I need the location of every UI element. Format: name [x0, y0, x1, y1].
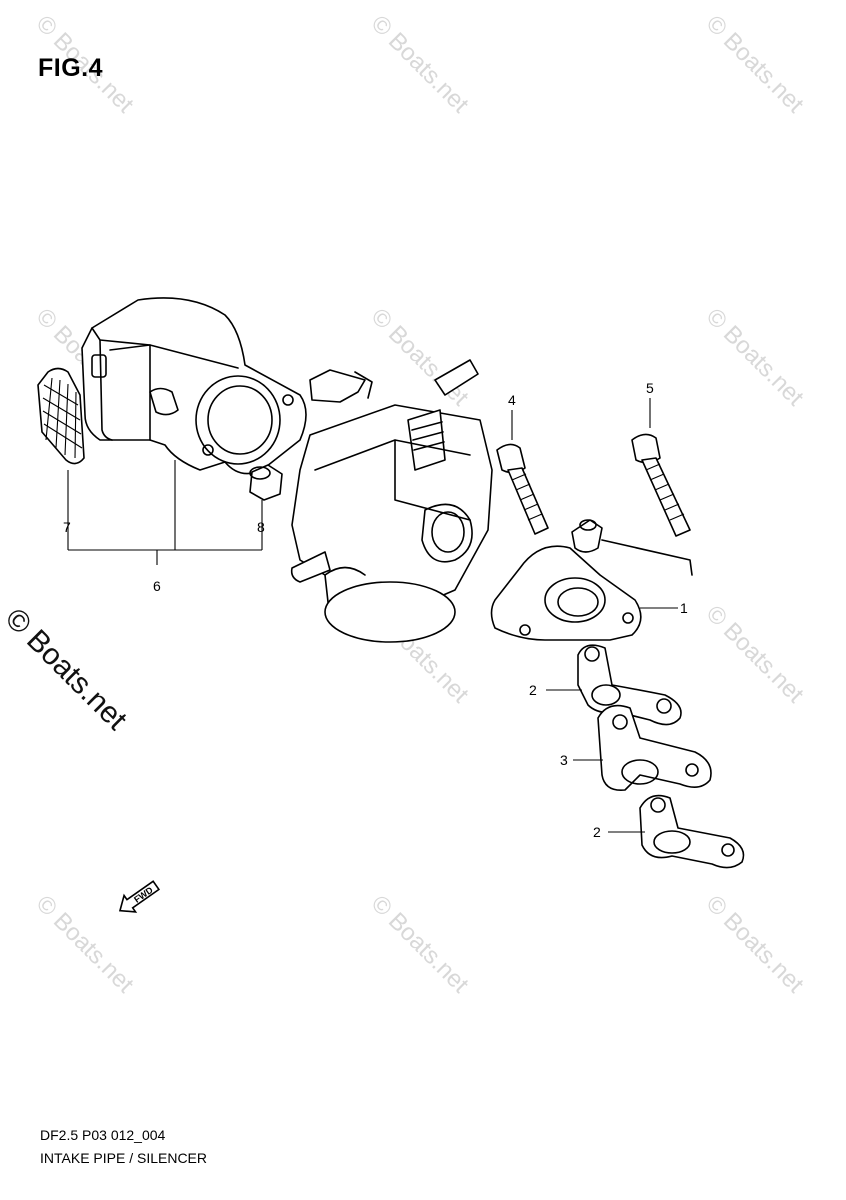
callout-2: 2	[529, 682, 537, 698]
callout-7: 7	[63, 519, 71, 535]
callout-3: 3	[560, 752, 568, 768]
watermark-tile: © Boats.net	[366, 10, 474, 118]
part-6-silencer-case	[81, 297, 307, 475]
part-7-screen	[37, 367, 85, 465]
watermark-tile: © Boats.net	[701, 890, 809, 998]
part-1-intake-pipe	[490, 519, 693, 641]
part-8-collar	[249, 464, 283, 501]
watermark-tile: © Boats.net	[701, 303, 809, 411]
figure-title: FIG.4	[38, 54, 104, 82]
watermark-tile: © Boats.net	[701, 600, 809, 708]
watermark-tile: © Boats.net	[366, 303, 474, 411]
watermark-tile: © Boats.net	[366, 890, 474, 998]
footer-code: DF2.5 P03 012_004	[40, 1127, 166, 1143]
callout-numbers: 1 2 3 4 5 6 7 8 2	[63, 380, 688, 840]
callout-6: 6	[153, 578, 161, 594]
part-5-bolt	[631, 433, 691, 537]
part-3-insulator	[597, 704, 712, 792]
callout-2-lower: 2	[593, 824, 601, 840]
callout-8: 8	[257, 519, 265, 535]
watermark-tile: © Boats.net	[701, 10, 809, 118]
part-2-gasket-lower	[639, 794, 745, 869]
callout-1: 1	[680, 600, 688, 616]
fwd-arrow-icon: FWD	[118, 880, 161, 913]
callout-4: 4	[508, 392, 516, 408]
carburetor	[290, 359, 493, 643]
part-4-bolt	[496, 443, 549, 535]
callout-leaders	[67, 398, 678, 833]
footer-title: INTAKE PIPE / SILENCER	[40, 1150, 208, 1166]
part-2-gasket-upper	[577, 644, 682, 726]
callout-5: 5	[646, 380, 654, 396]
